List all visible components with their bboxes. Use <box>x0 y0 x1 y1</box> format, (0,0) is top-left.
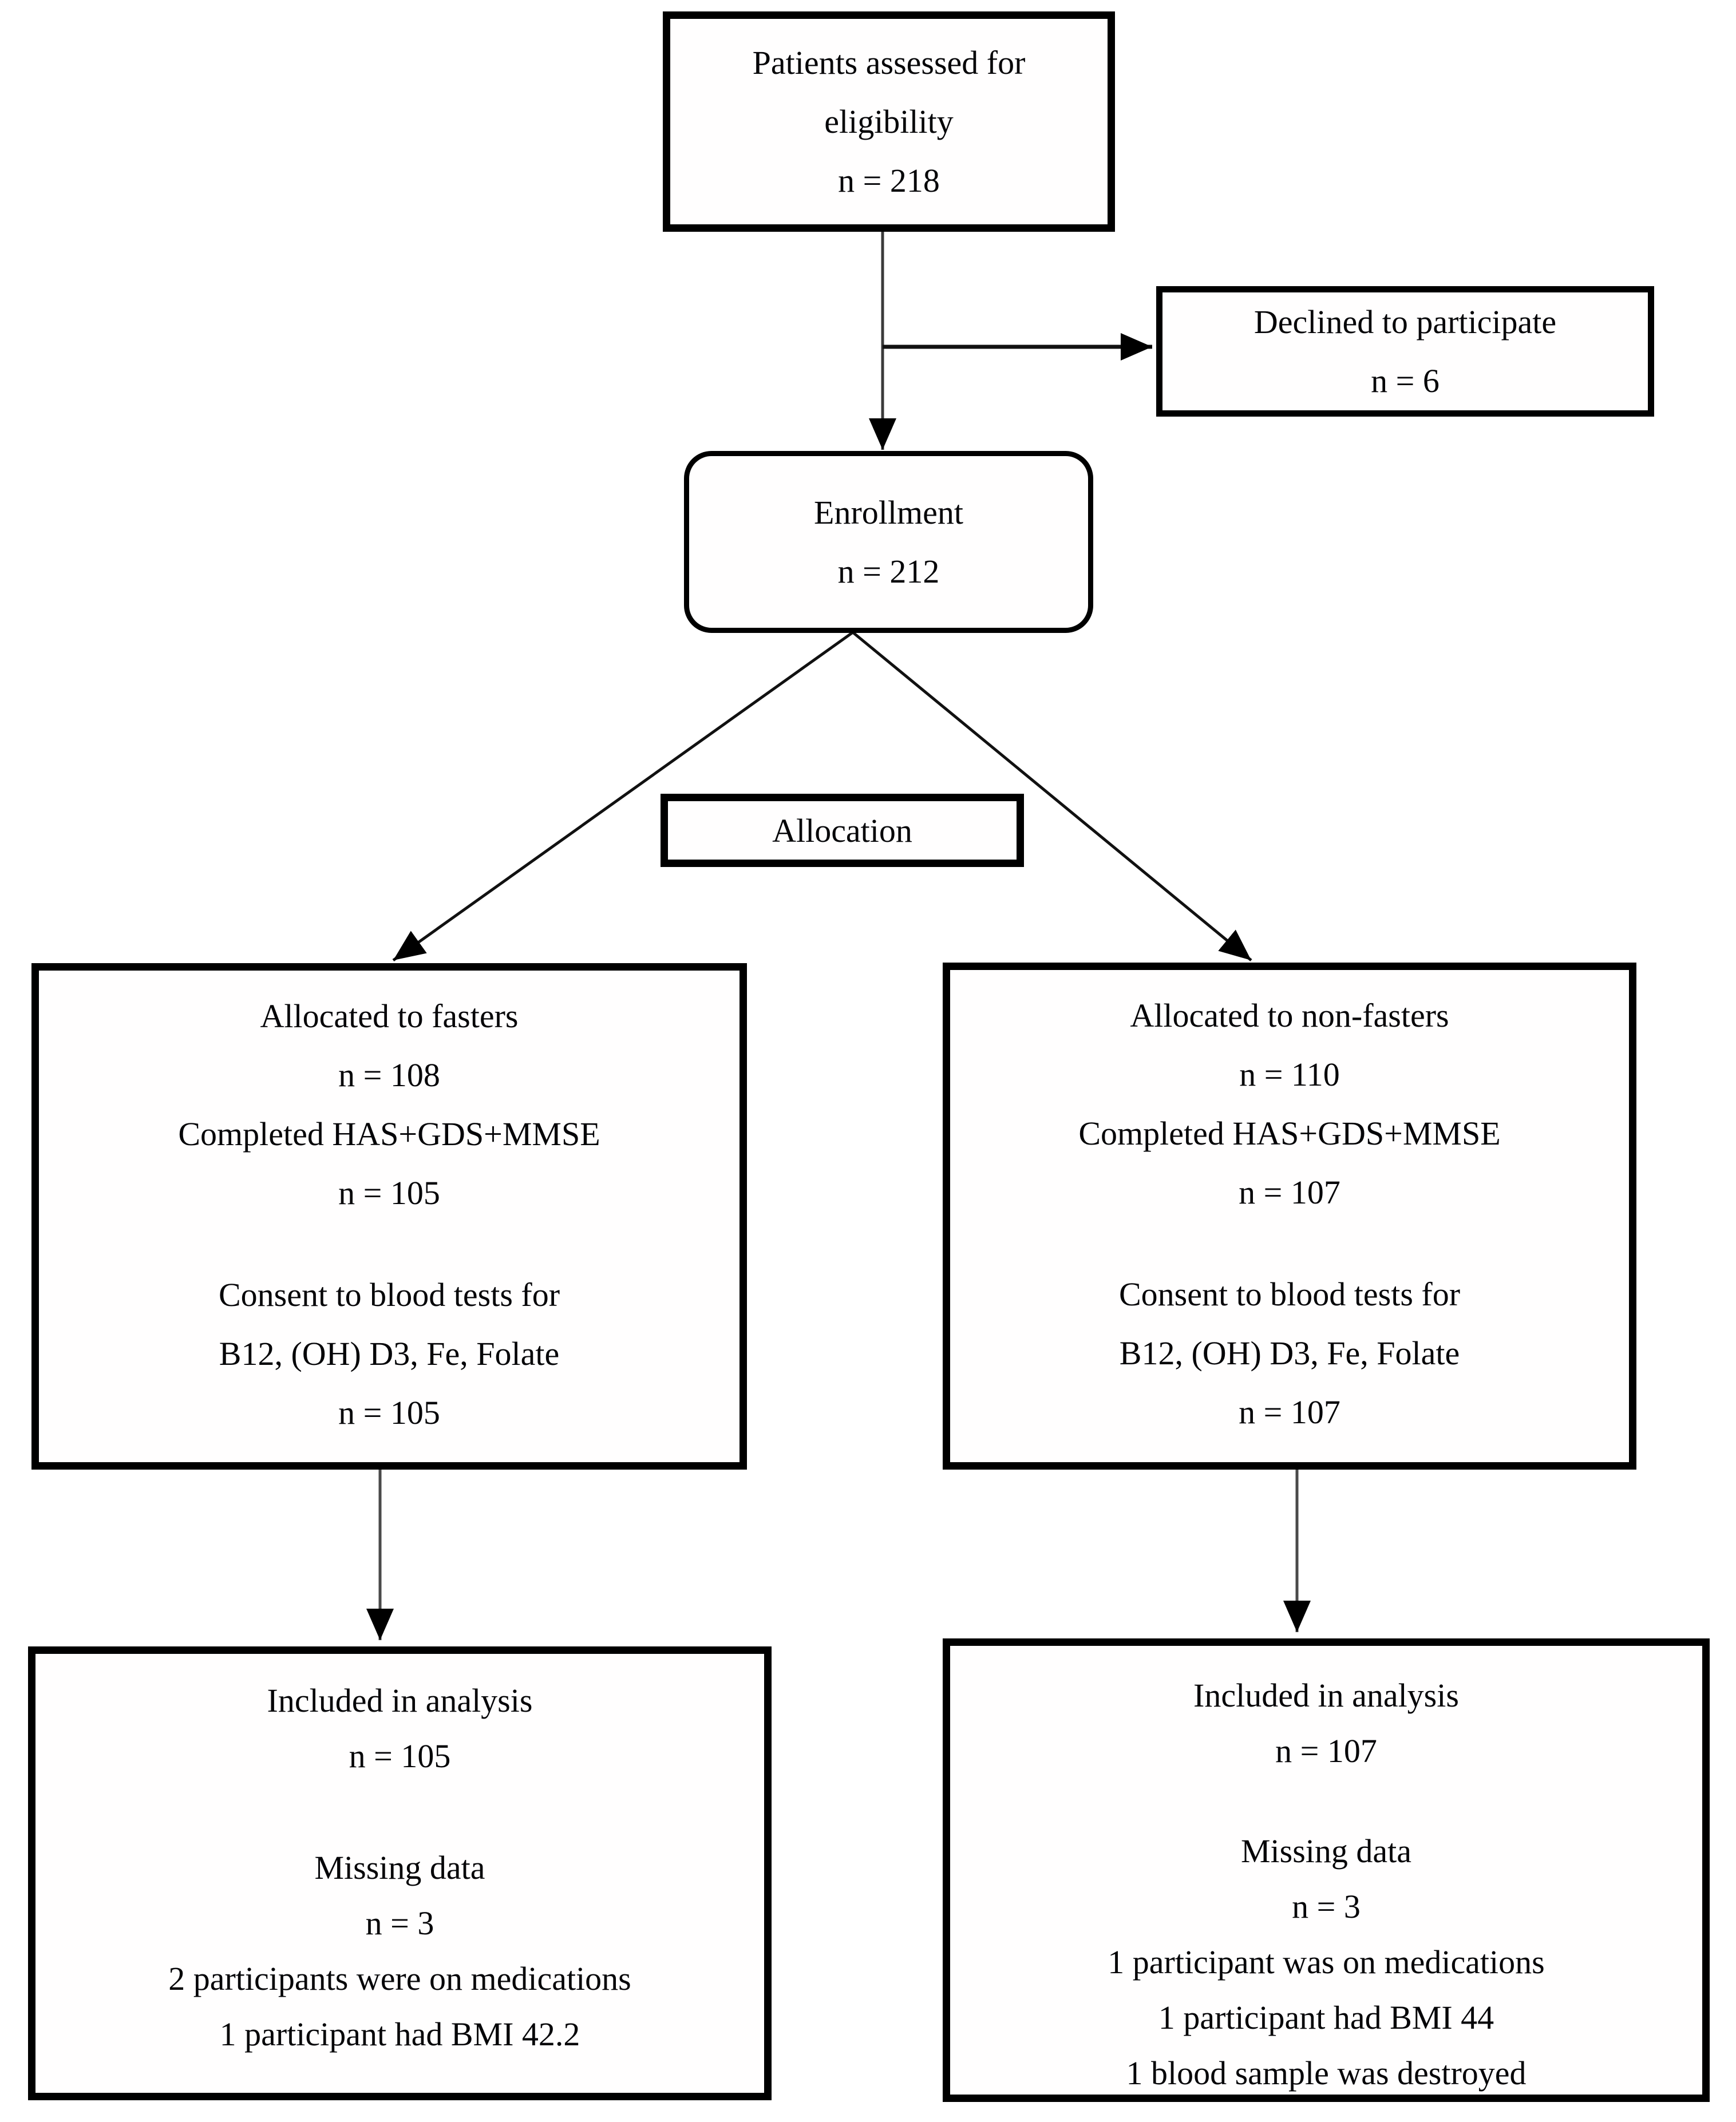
box-text-line: Completed HAS+GDS+MMSE <box>178 1115 600 1153</box>
count-label: n = 218 <box>838 162 940 199</box>
box-text-line: Allocation <box>772 811 912 849</box>
count-label: n = 107 <box>1239 1393 1340 1431</box>
box-text-line: Missing data <box>314 1849 485 1886</box>
count-label: n = 105 <box>338 1174 440 1212</box>
count-label: n = 110 <box>1239 1056 1340 1093</box>
count-label: n = 3 <box>1292 1888 1361 1925</box>
fasters-box: Allocated to fasters n = 108 Completed H… <box>31 963 747 1470</box>
box-text-line: Included in analysis <box>1193 1677 1459 1714</box>
box-text-line: eligibility <box>824 103 954 140</box>
box-text-line: 1 participant was on medications <box>1108 1943 1545 1981</box>
enrollment-box: Enrollment n = 212 <box>684 451 1093 633</box>
box-text-line: 1 participant had BMI 44 <box>1158 1999 1494 2036</box>
allocation-box: Allocation <box>661 794 1024 867</box>
box-text-line: Declined to participate <box>1253 303 1557 341</box>
box-text-line: B12, (OH) D3, Fe, Folate <box>1119 1335 1460 1372</box>
box-text-line: 1 blood sample was destroyed <box>1126 2054 1527 2092</box>
count-label: n = 108 <box>338 1056 440 1094</box>
count-label: n = 3 <box>365 1905 434 1942</box>
box-text-line: Patients assessed for <box>752 44 1026 81</box>
non-fasters-box: Allocated to non-fasters n = 110 Complet… <box>943 963 1636 1470</box>
box-text-line: Completed HAS+GDS+MMSE <box>1078 1115 1501 1152</box>
box-text-line: 2 participants were on medications <box>168 1960 631 1997</box>
count-label: n = 105 <box>349 1737 451 1775</box>
box-text-line: Enrollment <box>814 494 963 531</box>
count-label: n = 107 <box>1275 1732 1377 1769</box>
count-label: n = 107 <box>1239 1174 1340 1211</box>
non-fasters-analysis-box: Included in analysis n = 107 Missing dat… <box>943 1638 1710 2102</box>
box-text-line: 1 participant had BMI 42.2 <box>219 2016 580 2053</box>
patients-assessed-box: Patients assessed for eligibility n = 21… <box>663 11 1115 232</box>
fasters-analysis-box: Included in analysis n = 105 Missing dat… <box>28 1646 772 2100</box>
count-label: n = 6 <box>1371 362 1440 399</box>
box-text-line: Allocated to fasters <box>260 997 519 1035</box>
count-label: n = 105 <box>338 1394 440 1431</box>
box-text-line: B12, (OH) D3, Fe, Folate <box>219 1335 560 1372</box>
box-text-line: Consent to blood tests for <box>218 1276 560 1313</box>
box-text-line: Missing data <box>1240 1832 1412 1870</box>
box-text-line: Consent to blood tests for <box>1118 1276 1461 1313</box>
box-text-line: Included in analysis <box>267 1682 533 1719</box>
count-label: n = 212 <box>837 553 940 590</box>
box-text-line: Allocated to non-fasters <box>1130 997 1449 1034</box>
declined-box: Declined to participate n = 6 <box>1156 286 1654 417</box>
